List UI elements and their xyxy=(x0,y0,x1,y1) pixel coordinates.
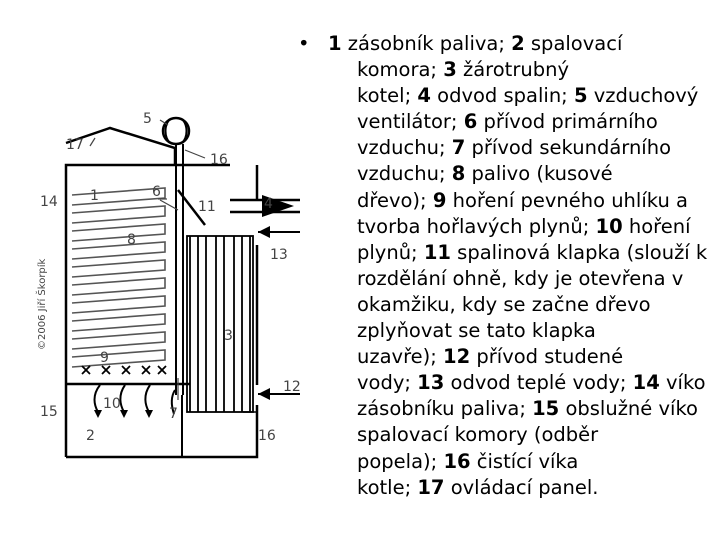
legend-number: 6 xyxy=(463,110,478,134)
legend-line: dřevo); 9 hoření pevného uhlíku a xyxy=(328,188,707,214)
legend-line: komora; 3 žárotrubný xyxy=(328,57,707,83)
legend-text: okamžiku, kdy se začne dřevo xyxy=(357,292,651,316)
legend-number: 8 xyxy=(451,162,466,186)
legend-number: 16 xyxy=(443,449,471,473)
legend-number: 2 xyxy=(511,32,525,55)
legend-text: vody; xyxy=(357,371,418,395)
legend-text: obslužné víko xyxy=(559,397,698,421)
legend-text: čistící víka xyxy=(470,449,579,473)
flue-flap xyxy=(177,189,206,226)
legend-line: okamžiku, kdy se začne dřevo xyxy=(328,292,707,318)
label-13: 13 xyxy=(270,247,288,263)
label-17: 17 xyxy=(66,137,84,153)
label-12: 12 xyxy=(283,379,300,395)
legend-text: vzduchu; xyxy=(357,162,452,186)
legend-line: vzduchu; 8 palivo (kusové xyxy=(328,161,707,187)
legend-line: vody; 13 odvod teplé vody; 14 víko xyxy=(328,370,707,396)
legend-line: tvorba hořlavých plynů; 10 hoření xyxy=(328,214,707,240)
label-16-bottom: 16 xyxy=(258,428,276,444)
label-3: 3 xyxy=(224,328,233,344)
legend-text: palivo (kusové xyxy=(465,162,613,186)
legend-line: popela); 16 čistící víka xyxy=(328,449,707,475)
label-6: 6 xyxy=(152,184,161,200)
legend-line: 1 zásobník paliva; 2 spalovací xyxy=(328,31,707,57)
label-5: 5 xyxy=(143,111,152,127)
legend-text: odvod spalin; xyxy=(430,84,574,108)
legend-text: přívod primárního xyxy=(477,110,658,134)
legend-line: rozdělání ohně, kdy je otevřena v xyxy=(328,266,707,292)
legend-text: plynů; xyxy=(357,240,424,264)
legend-text: vzduchu; xyxy=(357,136,452,160)
legend-line: zplyňovat se tato klapka xyxy=(328,318,707,344)
legend-text: ventilátor; xyxy=(357,110,464,134)
legend-text: zásobník paliva; xyxy=(341,32,512,55)
label-11: 11 xyxy=(198,199,216,215)
legend-number: 12 xyxy=(443,345,471,369)
legend-number: 13 xyxy=(417,371,445,395)
legend-text: spalovací komory (odběr xyxy=(357,423,599,447)
boiler-diagram: ©2006 Jiří Škorpík 1 2 3 4 5 6 7 8 9 10 … xyxy=(35,111,300,459)
fire-tubes xyxy=(186,235,254,413)
copyright-text: ©2006 Jiří Škorpík xyxy=(35,258,48,350)
legend-text: komora; xyxy=(357,58,444,82)
legend-text: uzavře); xyxy=(357,345,444,369)
label-8: 8 xyxy=(127,232,136,248)
legend-text: ovládací panel. xyxy=(444,475,599,499)
legend-number: 1 xyxy=(328,32,342,55)
legend-line: ventilátor; 6 přívod primárního xyxy=(328,109,707,135)
bullet: • xyxy=(298,32,310,55)
legend-text: přívod studené xyxy=(470,345,624,369)
legend-number: 11 xyxy=(423,240,451,264)
legend-text: víko xyxy=(659,371,706,395)
legend-line: plynů; 11 spalinová klapka (slouží k xyxy=(328,240,707,266)
legend-text: dřevo); xyxy=(357,188,433,212)
legend-text: rozdělání ohně, kdy je otevřena v xyxy=(357,266,684,290)
label-7: 7 xyxy=(169,406,178,422)
fuel-stack xyxy=(71,187,166,368)
legend-text: kotel; xyxy=(357,84,418,108)
legend-line: zásobníku paliva; 15 obslužné víko xyxy=(328,396,707,422)
legend-text: vzduchový xyxy=(587,84,699,108)
label-2: 2 xyxy=(86,428,95,444)
legend-line: uzavře); 12 přívod studené xyxy=(328,344,707,370)
legend-line: vzduchu; 7 přívod sekundárního xyxy=(328,135,707,161)
legend-number: 5 xyxy=(573,84,588,108)
legend-text: hoření pevného uhlíku a xyxy=(446,188,688,212)
legend-text: spalovací xyxy=(524,32,623,55)
label-4: 4 xyxy=(264,196,273,212)
legend-number: 9 xyxy=(432,188,447,212)
label-1: 1 xyxy=(90,188,99,204)
legend-number: 3 xyxy=(443,58,457,82)
legend-number: 17 xyxy=(417,475,445,499)
legend-text: odvod teplé vody; xyxy=(444,371,633,395)
legend-text: spalinová klapka (slouží k xyxy=(450,240,708,264)
legend-text: žárotrubný xyxy=(456,58,569,82)
legend-number: 14 xyxy=(632,371,660,395)
legend-text: zplyňovat se tato klapka xyxy=(357,319,596,343)
legend-number: 10 xyxy=(595,214,623,238)
legend-line: kotel; 4 odvod spalin; 5 vzduchový xyxy=(328,83,707,109)
legend-number: 4 xyxy=(417,84,431,108)
legend-text: kotle; xyxy=(357,475,418,499)
legend-text: popela); xyxy=(357,449,444,473)
label-10: 10 xyxy=(103,396,121,412)
legend-text: zásobníku paliva; xyxy=(357,397,533,421)
legend-text: přívod sekundárního xyxy=(465,136,672,160)
label-9: 9 xyxy=(100,350,109,366)
label-16-top: 16 xyxy=(210,152,228,168)
legend-line: spalovací komory (odběr xyxy=(328,422,707,448)
legend-number: 15 xyxy=(532,397,560,421)
legend-text: tvorba hořlavých plynů; xyxy=(357,214,596,238)
legend-number: 7 xyxy=(451,136,466,160)
label-15: 15 xyxy=(40,404,58,420)
label-14: 14 xyxy=(40,194,58,210)
legend-line: kotle; 17 ovládací panel. xyxy=(328,475,707,501)
legend-text: hoření xyxy=(622,214,691,238)
